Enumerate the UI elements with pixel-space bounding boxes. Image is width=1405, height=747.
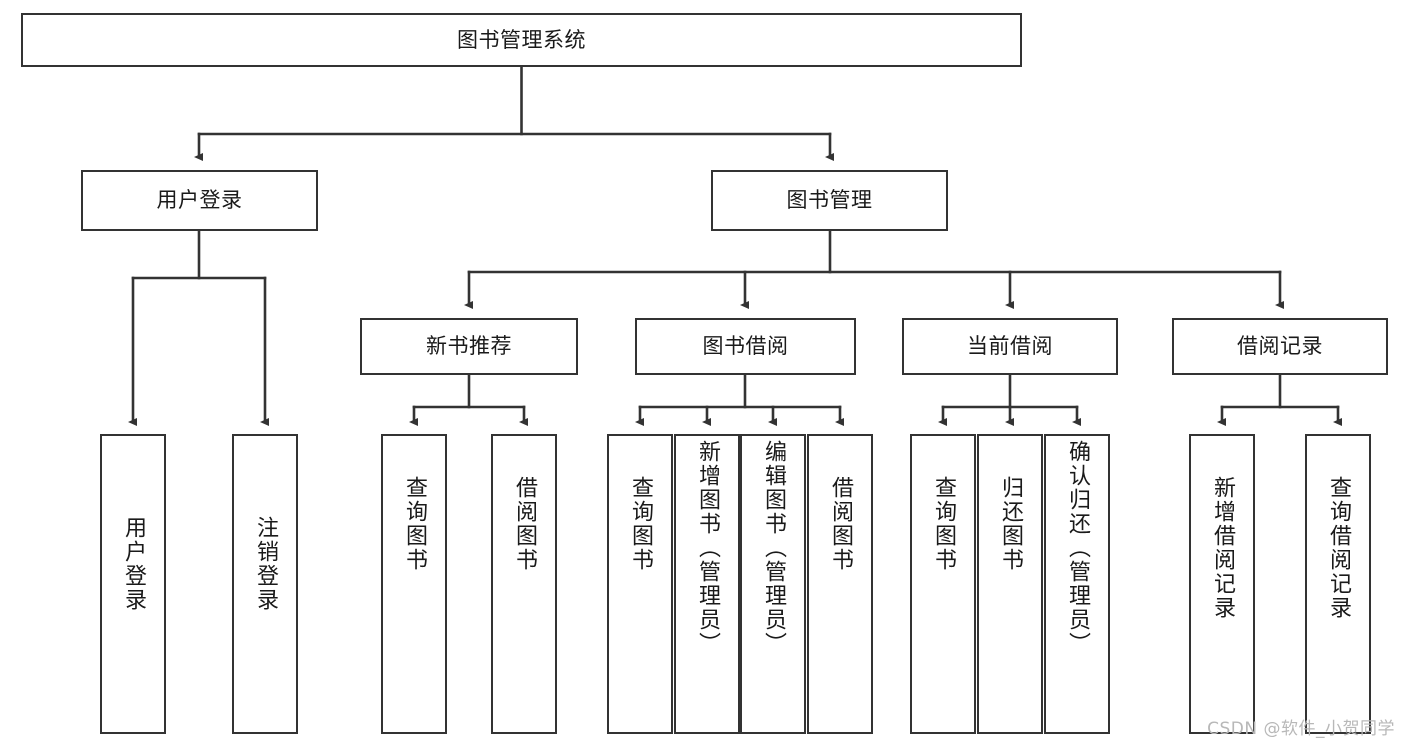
node-user-login[interactable]: 用户登录 xyxy=(81,170,318,231)
leaf-label: 新增图书（管理员） xyxy=(695,440,720,656)
leaf-label: 借阅图书 xyxy=(828,476,853,572)
leaf-new-book-borrow[interactable]: 借阅图书 xyxy=(491,434,557,734)
node-book-borrow[interactable]: 图书借阅 xyxy=(635,318,856,375)
leaf-label: 用户登录 xyxy=(121,516,146,612)
leaf-book-borrow-borrow[interactable]: 借阅图书 xyxy=(807,434,873,734)
leaf-label: 借阅图书 xyxy=(512,476,537,572)
node-current-borrow-label: 当前借阅 xyxy=(967,334,1053,359)
leaf-book-borrow-query[interactable]: 查询图书 xyxy=(607,434,673,734)
node-new-book-recommend-label: 新书推荐 xyxy=(426,334,512,359)
leaf-user-login-logout[interactable]: 注销登录 xyxy=(232,434,298,734)
leaf-label: 新增借阅记录 xyxy=(1210,476,1235,620)
leaf-book-borrow-edit[interactable]: 编辑图书（管理员） xyxy=(740,434,806,734)
leaf-label: 查询图书 xyxy=(628,476,653,572)
node-book-borrow-label: 图书借阅 xyxy=(702,334,789,359)
leaf-label: 注销登录 xyxy=(253,516,278,612)
node-borrow-record-label: 借阅记录 xyxy=(1237,334,1323,359)
node-user-login-label: 用户登录 xyxy=(156,188,243,213)
node-new-book-recommend[interactable]: 新书推荐 xyxy=(360,318,578,375)
watermark-text: CSDN @软件_小贺同学 xyxy=(1207,719,1395,739)
leaf-label: 确认归还（管理员） xyxy=(1065,440,1090,656)
node-current-borrow[interactable]: 当前借阅 xyxy=(902,318,1118,375)
leaf-new-book-query[interactable]: 查询图书 xyxy=(381,434,447,734)
node-book-management-label: 图书管理 xyxy=(786,188,873,213)
node-book-management[interactable]: 图书管理 xyxy=(711,170,948,231)
node-root-label: 图书管理系统 xyxy=(457,27,586,52)
leaf-borrow-record-query[interactable]: 查询借阅记录 xyxy=(1305,434,1371,734)
leaf-user-login-login[interactable]: 用户登录 xyxy=(100,434,166,734)
node-root[interactable]: 图书管理系统 xyxy=(21,13,1022,67)
leaf-current-borrow-confirm[interactable]: 确认归还（管理员） xyxy=(1044,434,1110,734)
leaf-label: 编辑图书（管理员） xyxy=(761,440,786,656)
leaf-current-borrow-return[interactable]: 归还图书 xyxy=(977,434,1043,734)
leaf-borrow-record-add[interactable]: 新增借阅记录 xyxy=(1189,434,1255,734)
leaf-current-borrow-query[interactable]: 查询图书 xyxy=(910,434,976,734)
leaf-label: 查询图书 xyxy=(931,476,956,572)
leaf-label: 归还图书 xyxy=(998,476,1023,572)
leaf-label: 查询借阅记录 xyxy=(1326,476,1351,620)
leaf-book-borrow-add[interactable]: 新增图书（管理员） xyxy=(674,434,740,734)
node-borrow-record[interactable]: 借阅记录 xyxy=(1172,318,1388,375)
leaf-label: 查询图书 xyxy=(402,476,427,572)
